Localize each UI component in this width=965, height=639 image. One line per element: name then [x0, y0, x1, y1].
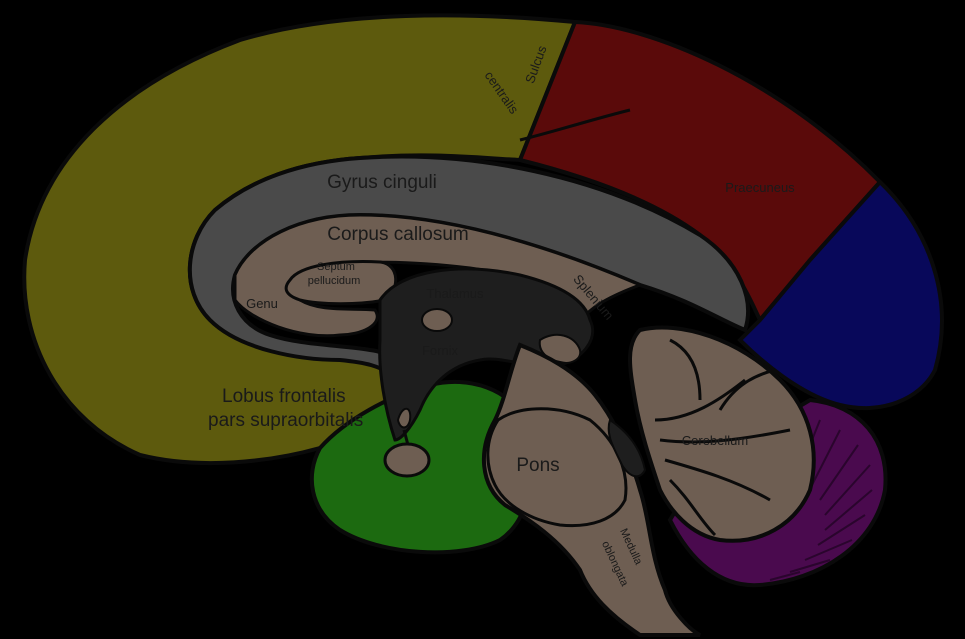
- thalamus-label: Thalamus: [426, 286, 484, 301]
- fornix-label: Fornix: [422, 343, 459, 358]
- septum-label-line2: pellucidum: [308, 275, 361, 287]
- septum-label-line1: Septum: [317, 261, 355, 273]
- frontal-label-line1: Lobus frontalis: [222, 386, 346, 407]
- cerebellum-label: Cerebellum: [682, 433, 748, 448]
- gyrus-cinguli-label: Gyrus cinguli: [327, 172, 437, 193]
- parietal-label: Praecuneus: [725, 180, 795, 195]
- hypophysis: [385, 444, 429, 476]
- frontal-label-line2: pars supraorbitalis: [208, 410, 363, 431]
- corpus-callosum-label: Corpus callosum: [327, 224, 469, 245]
- interthalamic-adhesion: [422, 309, 452, 331]
- pons-label: Pons: [516, 455, 559, 476]
- genu-label: Genu: [246, 296, 278, 311]
